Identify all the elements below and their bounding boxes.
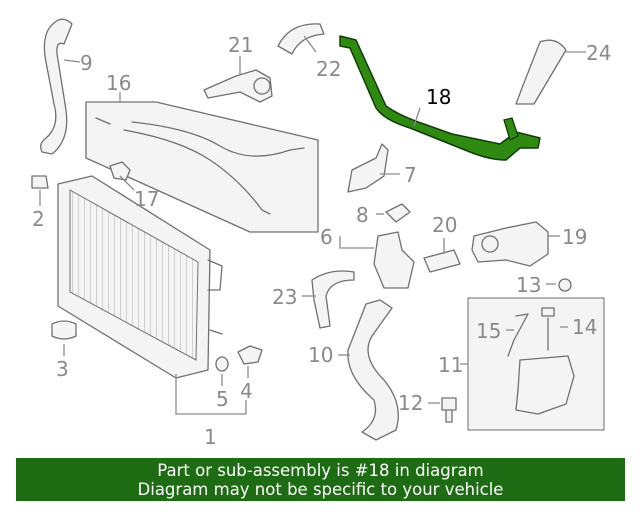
callout-12: 12 xyxy=(398,391,423,415)
callout-14: 14 xyxy=(572,315,597,339)
water-bypass-pipe[interactable] xyxy=(339,35,541,161)
short-hose[interactable] xyxy=(423,249,461,273)
radiator-cushion[interactable] xyxy=(31,175,49,189)
callout-8: 8 xyxy=(356,203,369,227)
small-hose[interactable] xyxy=(515,39,567,105)
callout-9: 9 xyxy=(80,51,93,75)
callout-17: 17 xyxy=(134,187,159,211)
inlet-hose[interactable] xyxy=(277,23,325,55)
callout-labels: 9 16 17 21 22 18 24 7 2 8 6 20 19 23 13 … xyxy=(32,33,611,449)
callout-22: 22 xyxy=(316,57,341,81)
callout-7: 7 xyxy=(404,163,417,187)
callout-11: 11 xyxy=(438,353,463,377)
callout-2: 2 xyxy=(32,207,45,231)
info-banner: Part or sub-assembly is #18 in diagram D… xyxy=(16,458,625,501)
callout-23: 23 xyxy=(272,285,297,309)
callout-13: 13 xyxy=(516,273,541,297)
drain-washer[interactable] xyxy=(215,356,229,372)
leader-lines xyxy=(39,35,586,415)
drain-cock[interactable] xyxy=(237,345,263,365)
callout-20: 20 xyxy=(432,213,457,237)
bypass-hose[interactable] xyxy=(311,270,355,329)
banner-line-1: Part or sub-assembly is #18 in diagram xyxy=(157,461,484,480)
lower-cushion[interactable] xyxy=(51,320,77,340)
bracket[interactable] xyxy=(347,143,389,193)
callout-6: 6 xyxy=(320,225,333,249)
upper-radiator-hose[interactable] xyxy=(40,18,73,155)
callout-24: 24 xyxy=(586,41,611,65)
callout-1: 1 xyxy=(204,425,217,449)
reservoir-nut[interactable] xyxy=(558,278,572,292)
callout-3: 3 xyxy=(56,357,69,381)
water-inlet[interactable] xyxy=(203,69,273,103)
lower-radiator-hose[interactable] xyxy=(347,299,399,441)
callout-18: 18 xyxy=(426,85,451,109)
bolt[interactable] xyxy=(441,397,457,423)
outlet-housing[interactable] xyxy=(471,221,549,267)
hose-connector[interactable] xyxy=(109,161,131,181)
callout-15: 15 xyxy=(476,319,501,343)
gasket[interactable] xyxy=(385,203,411,223)
banner-line-2: Diagram may not be specific to your vehi… xyxy=(137,480,504,499)
callout-10: 10 xyxy=(308,343,333,367)
callout-19: 19 xyxy=(562,225,587,249)
reservoir-group-box xyxy=(467,297,605,431)
callout-5: 5 xyxy=(216,387,229,411)
water-outlet[interactable] xyxy=(373,231,415,289)
callout-16: 16 xyxy=(106,71,131,95)
parts-diagram: 9 16 17 21 22 18 24 7 2 8 6 20 19 23 13 … xyxy=(31,18,611,449)
callout-21: 21 xyxy=(228,33,253,57)
tube-panel xyxy=(85,101,319,233)
callout-4: 4 xyxy=(240,379,253,403)
radiator[interactable] xyxy=(57,175,223,379)
